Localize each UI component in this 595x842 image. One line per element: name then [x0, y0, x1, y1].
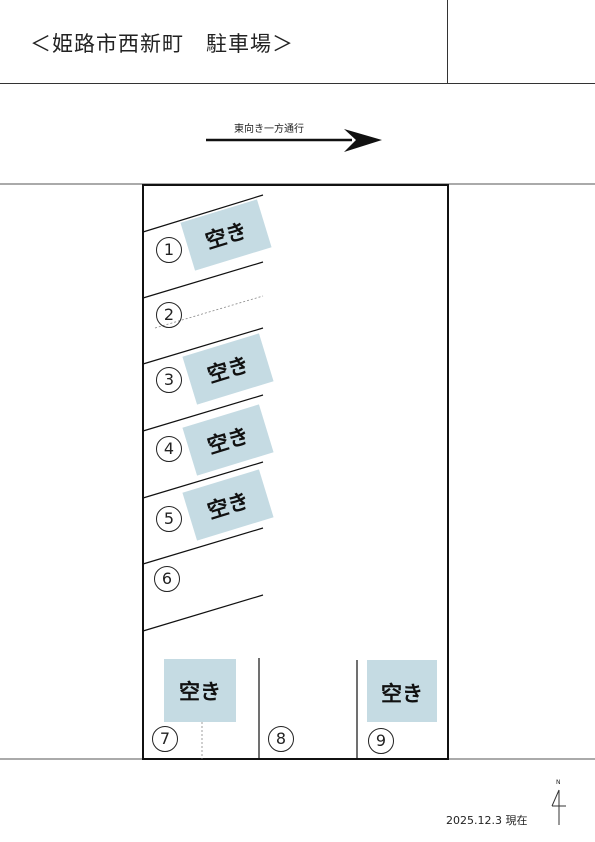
- space-number-4: 4: [156, 436, 182, 462]
- space-number-1-text: 1: [163, 240, 175, 259]
- space-number-2-text: 2: [163, 305, 175, 324]
- north-arrow-icon: [551, 789, 566, 825]
- space-number-3-text: 3: [163, 370, 175, 389]
- as-of-date: 2025.12.3 現在: [446, 814, 528, 827]
- space-number-5: 5: [156, 506, 182, 532]
- space-number-5-text: 5: [163, 509, 175, 528]
- space-number-9: 9: [368, 728, 394, 754]
- lot-outline: [142, 184, 449, 760]
- space-number-9-text: 9: [375, 731, 387, 750]
- one-way-label: 東向き一方通行: [234, 124, 304, 135]
- space-number-1: 1: [156, 237, 182, 263]
- space-number-4-text: 4: [163, 439, 175, 458]
- dotted-divider-2: [154, 295, 264, 329]
- vacant-badge-9: 空き: [367, 660, 437, 722]
- angled-dividers: [142, 194, 264, 632]
- space-number-6-text: 6: [161, 569, 173, 588]
- title-box: ＜姫路市西新町 駐車場＞: [0, 0, 448, 84]
- title-side-box: [448, 0, 595, 84]
- space-number-8-text: 8: [275, 729, 287, 748]
- space-number-3: 3: [156, 367, 182, 393]
- vacant-badge-7: 空き: [164, 659, 236, 722]
- page-title: ＜姫路市西新町 駐車場＞: [30, 32, 294, 56]
- arrow-right-icon: [206, 129, 382, 152]
- north-label: N: [556, 779, 561, 786]
- space-number-2: 2: [156, 302, 182, 328]
- space-number-6: 6: [154, 566, 180, 592]
- space-number-7-text: 7: [159, 729, 171, 748]
- space-number-7: 7: [152, 726, 178, 752]
- space-number-8: 8: [268, 726, 294, 752]
